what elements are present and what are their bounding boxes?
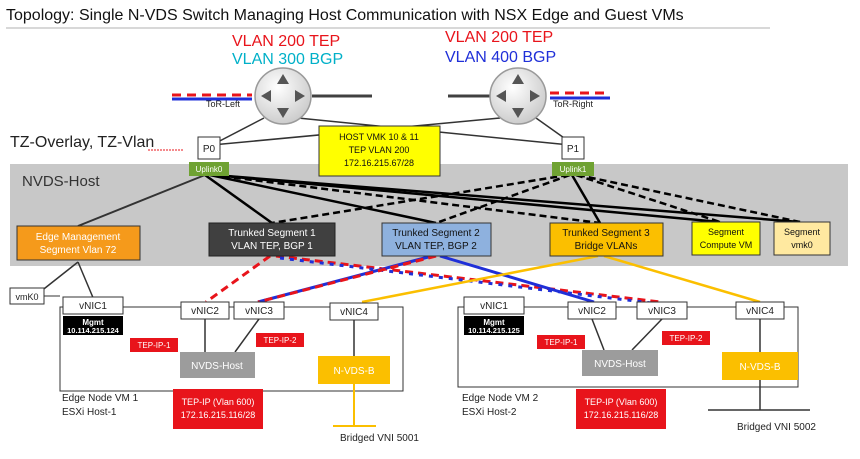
segment-edge-mgmt-line1: Edge Management xyxy=(36,232,121,243)
edge2-vnic2-label: vNIC2 xyxy=(578,306,606,317)
port-p0[interactable] xyxy=(197,136,221,160)
edge2-tep-ip: 172.16.215.116/28 xyxy=(584,410,658,420)
edge1-tep-ip-2-label: TEP-IP-2 xyxy=(264,336,297,345)
segment-vmk0[interactable] xyxy=(773,221,831,256)
edge1-nvds-b xyxy=(318,356,390,384)
edge1-tep-ip-2 xyxy=(256,333,304,347)
segment-trunk-1-line1: Trunked Segment 1 xyxy=(228,228,316,239)
segment-trunk-2[interactable] xyxy=(381,222,492,257)
edge1-host: ESXi Host-1 xyxy=(62,407,117,418)
tor-right-vlan-tep: VLAN 200 TEP xyxy=(445,29,553,46)
edge1-tep-ip-1 xyxy=(130,338,178,352)
nvds-host-band-label: NVDS-Host xyxy=(22,173,100,190)
tor-left-vlan-bgp: VLAN 300 BGP xyxy=(232,51,343,68)
tor-right-vlan-bgp: VLAN 400 BGP xyxy=(445,49,556,66)
host-vmk-box xyxy=(318,125,441,177)
segment-trunk-2-line2: VLAN TEP, BGP 2 xyxy=(395,241,477,252)
edge1-vnic1[interactable] xyxy=(62,296,124,315)
link-torleft-p0 xyxy=(211,117,265,146)
router-arrows-icon xyxy=(496,74,540,118)
edge1-mgmt-box xyxy=(63,316,123,335)
uplink1-label: Uplink1 xyxy=(560,165,587,174)
segment-trunk-1-line2: VLAN TEP, BGP 1 xyxy=(231,241,313,252)
segment-trunk-3-line1: Trunked Segment 3 xyxy=(562,228,650,239)
edge2-host: ESXi Host-2 xyxy=(462,407,517,418)
router-tor-left[interactable] xyxy=(254,67,312,125)
segment-trunk-3-line2: Bridge VLANs xyxy=(575,241,638,252)
edge2-tep-ip-1 xyxy=(537,335,585,349)
edge-node-vm-1: vNIC1 Mgmt 10.114.215.124 vNIC2 vNIC3 vN… xyxy=(59,296,419,444)
edge2-tep-vlan: TEP-IP (Vlan 600) xyxy=(585,397,658,407)
edge1-nvds-b-label: N-VDS-B xyxy=(333,366,374,377)
edge1-vnic4-label: vNIC4 xyxy=(340,307,368,318)
edge1-name: Edge Node VM 1 xyxy=(62,393,139,404)
uplink0-badge[interactable] xyxy=(189,162,229,176)
segment-vmk0-line2: vmk0 xyxy=(791,240,813,250)
segment-compute-line1: Segment xyxy=(708,227,745,237)
edge2-vnic4-label: vNIC4 xyxy=(746,306,774,317)
tor-left-vlan-tep: VLAN 200 TEP xyxy=(232,33,340,50)
segment-edge-mgmt-line2: Segment Vlan 72 xyxy=(40,245,117,256)
edge2-mgmt-ip: 10.114.215.125 xyxy=(468,326,520,335)
edge2-nvds-b-label: N-VDS-B xyxy=(739,362,780,373)
edge2-tep-vlan-box xyxy=(576,389,666,429)
edge1-tep-ip: 172.16.215.116/28 xyxy=(181,410,255,420)
edge1-vnic3-label: vNIC3 xyxy=(245,306,273,317)
port-p1[interactable] xyxy=(561,136,585,160)
router-tor-right[interactable] xyxy=(489,67,547,125)
port-p0-label: P0 xyxy=(203,144,216,155)
edge1-mgmt-label: Mgmt xyxy=(82,318,104,327)
edge2-tep-ip-1-label: TEP-IP-1 xyxy=(545,338,578,347)
segment-vmk0-line1: Segment xyxy=(784,227,821,237)
router-arrows-icon xyxy=(261,74,305,118)
edge1-vnic2-label: vNIC2 xyxy=(191,306,219,317)
host-vmk-line2: TEP VLAN 200 xyxy=(349,145,410,155)
host-vmk-line3: 172.16.215.67/28 xyxy=(344,158,414,168)
segment-trunk-2-line1: Trunked Segment 2 xyxy=(392,228,480,239)
edge2-mgmt-box xyxy=(464,316,524,335)
edge2-nvds-host xyxy=(582,350,658,376)
edge2-tep-ip-2 xyxy=(662,331,710,345)
edge2-nvds-b xyxy=(722,352,798,380)
uplink1-badge[interactable] xyxy=(552,162,594,176)
tor-right-label: ToR-Right xyxy=(553,99,594,109)
diagram-title: Topology: Single N-VDS Switch Managing H… xyxy=(6,7,684,24)
segment-vnic-links xyxy=(39,254,761,306)
edge1-bridged-vni: Bridged VNI 5001 xyxy=(340,433,419,444)
edge1-tep-vlan: TEP-IP (Vlan 600) xyxy=(182,397,255,407)
segment-trunk-3[interactable] xyxy=(549,222,664,257)
edge2-vnic3-label: vNIC3 xyxy=(648,306,676,317)
segment-trunk-1[interactable] xyxy=(208,222,336,257)
edge2-bridged-vni: Bridged VNI 5002 xyxy=(737,422,816,433)
tor-left-label: ToR-Left xyxy=(206,99,241,109)
host-vmk-line1: HOST VMK 10 & 11 xyxy=(339,132,419,142)
transport-zone-label: TZ-Overlay, TZ-Vlan xyxy=(10,134,154,151)
edge1-vnic1-label: vNIC1 xyxy=(79,301,107,312)
uplink0-label: Uplink0 xyxy=(196,165,223,174)
port-p1-label: P1 xyxy=(567,144,580,155)
edge1-nvds-host-label: NVDS-Host xyxy=(191,361,243,372)
edge2-vnic1[interactable] xyxy=(463,296,525,315)
edge-node-vm-2: vNIC1 Mgmt 10.114.215.125 vNIC2 vNIC3 vN… xyxy=(457,296,816,433)
edge2-tep-ip-2-label: TEP-IP-2 xyxy=(670,334,703,343)
edge2-nvds-host-label: NVDS-Host xyxy=(594,359,646,370)
edge2-vnic1-label: vNIC1 xyxy=(480,301,508,312)
edge1-mgmt-ip: 10.114.215.124 xyxy=(67,326,120,335)
segment-edge-mgmt[interactable] xyxy=(16,225,141,261)
edge2-name: Edge Node VM 2 xyxy=(462,393,539,404)
edge2-mgmt-label: Mgmt xyxy=(483,318,505,327)
edge1-tep-ip-1-label: TEP-IP-1 xyxy=(138,341,171,350)
vmk0-label: vmK0 xyxy=(15,292,38,302)
edge1-nvds-host xyxy=(180,352,255,378)
edge1-tep-vlan-box xyxy=(173,389,263,429)
segment-compute-vm[interactable] xyxy=(691,221,761,256)
segment-compute-line2: Compute VM xyxy=(700,240,753,250)
uplink-segment-links xyxy=(77,173,801,227)
